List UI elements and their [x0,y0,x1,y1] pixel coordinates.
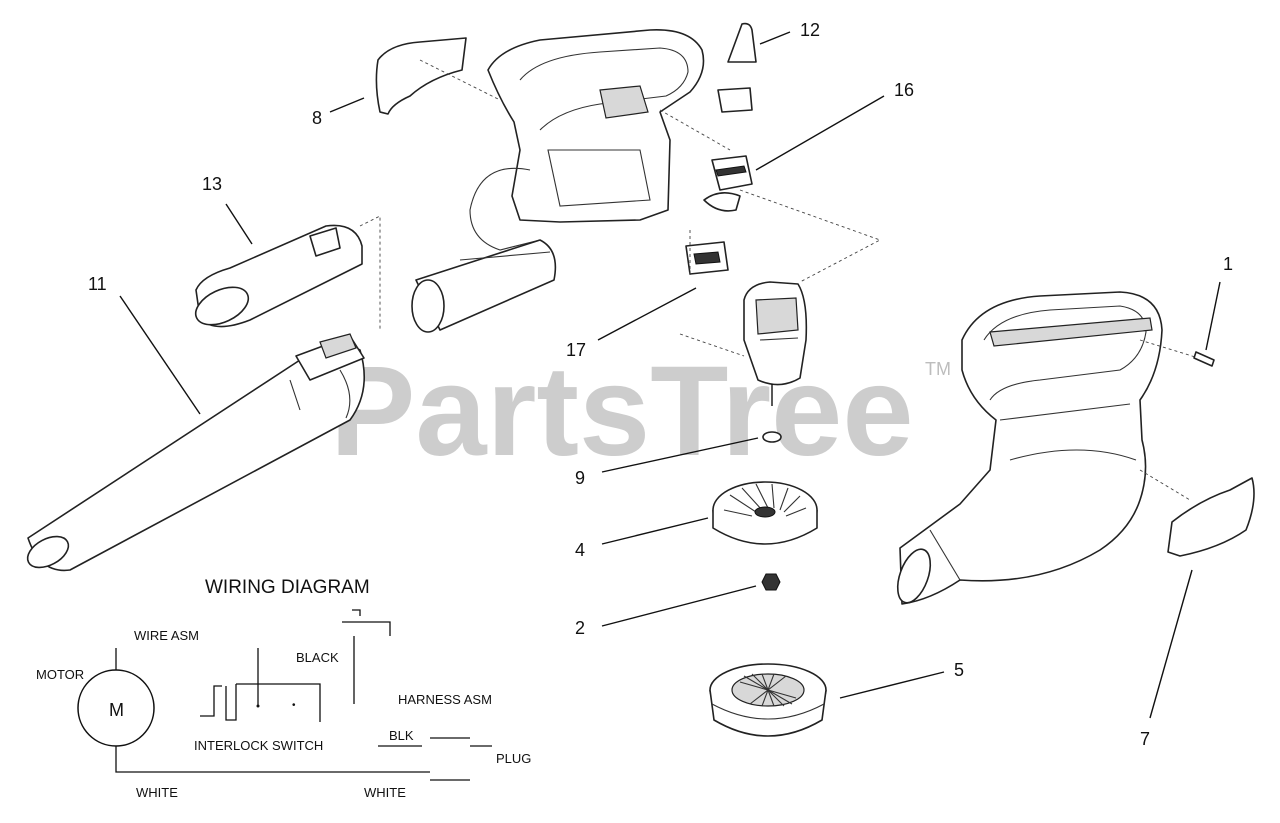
part-9-washer[interactable] [762,431,782,443]
wiring-title: WIRING DIAGRAM [205,577,370,598]
part-16-switch[interactable] [659,87,753,212]
callout-1[interactable]: 1 [1223,254,1233,274]
part-1-screw[interactable] [1193,351,1215,367]
watermark-trademark: TM [925,359,951,379]
motor-symbol: M [109,700,124,720]
callout-12[interactable]: 12 [800,20,820,40]
white-label-right: WHITE [364,785,406,800]
callout-7[interactable]: 7 [1140,729,1150,749]
callout-9[interactable]: 9 [575,468,585,488]
part-8-cover[interactable] [375,37,501,115]
wiring-diagram: WIRING DIAGRAM MOTOR M WIRE ASM BLACK • … [36,577,531,800]
part-17-connector[interactable] [685,189,882,283]
part-5-screen[interactable] [709,663,827,737]
callout-16[interactable]: 16 [894,80,914,100]
callout-11[interactable]: 11 [88,274,107,294]
upper-housing[interactable] [411,29,705,333]
part-11-tube[interactable] [22,333,366,574]
black-label: BLACK [296,650,339,665]
callout-2[interactable]: 2 [575,618,585,638]
callout-13[interactable]: 13 [202,174,222,194]
motor-label: MOTOR [36,667,84,682]
callout-numbers: 1 2 4 5 7 8 9 11 12 13 16 17 [88,20,1233,749]
plug-label: PLUG [496,751,531,766]
part-2-nut[interactable] [761,573,781,591]
white-label-left: WHITE [136,785,178,800]
watermark-text: PartsTree [330,340,914,483]
motor[interactable] [679,281,808,406]
part-13-nozzle-tip[interactable] [190,215,381,332]
callout-4[interactable]: 4 [575,540,585,560]
interlock-switch-label: INTERLOCK SWITCH [194,738,323,753]
part-7-cover[interactable] [1167,477,1255,557]
callout-5[interactable]: 5 [954,660,964,680]
svg-text:•: • [292,700,296,711]
callout-8[interactable]: 8 [312,108,322,128]
leader-lines [119,31,1221,719]
wire-asm-label: WIRE ASM [134,628,199,643]
assembled-blower[interactable] [891,291,1206,607]
harness-asm-label: HARNESS ASM [398,692,492,707]
part-4-fan[interactable] [712,481,818,545]
blk-label: BLK [389,728,414,743]
part-12-cap[interactable] [727,22,757,63]
callout-17[interactable]: 17 [566,340,586,360]
